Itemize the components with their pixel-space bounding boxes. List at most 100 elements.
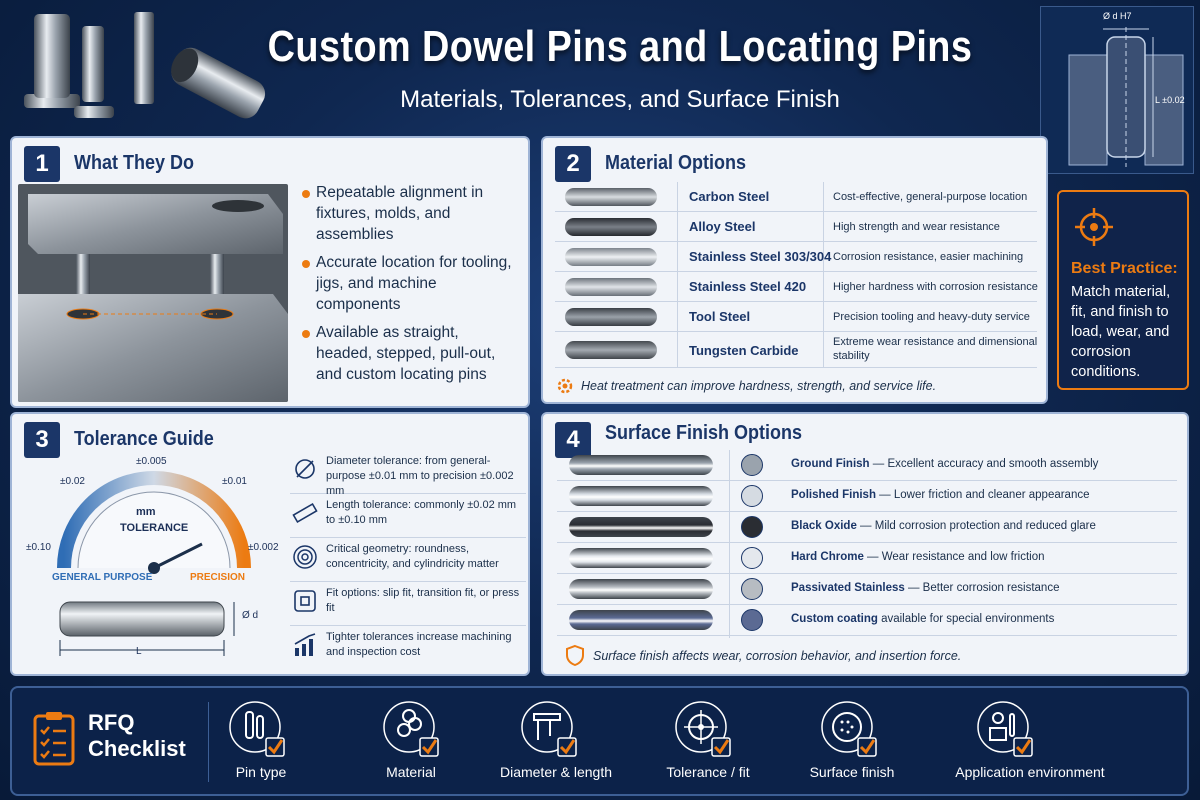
section-material-options: 2 Material Options Carbon Steel Cost-eff…	[541, 136, 1048, 404]
finish-pin-swatch	[569, 548, 713, 568]
pin-swatch	[565, 188, 657, 206]
checklist-item-label: Pin type	[235, 764, 287, 780]
finish-desc: — Lower friction and cleaner appearance	[875, 489, 1090, 501]
finish-swatch-icon	[741, 485, 763, 507]
finish-desc: — Wear resistance and low friction	[863, 551, 1045, 563]
finish-pin-swatch	[569, 486, 713, 506]
pin-swatch	[565, 341, 657, 359]
bullet-dot	[302, 260, 310, 268]
finish-desc: available for special environments	[877, 613, 1055, 625]
gauge-caption-right: PRECISION	[190, 572, 246, 583]
material-note: Heat treatment can improve hardness, str…	[581, 379, 937, 393]
tolerance-text: Tighter tolerances increase machining an…	[326, 631, 512, 658]
section-title: Tolerance Guide	[74, 428, 214, 450]
material-name: Alloy Steel	[689, 219, 756, 234]
finish-swatch-icon	[741, 609, 763, 631]
technical-drawing-icon	[1068, 27, 1184, 167]
finish-pin-swatch	[569, 610, 713, 630]
finish-name: Polished Finish	[791, 489, 876, 501]
finish-pin-swatch	[569, 579, 713, 599]
finish-row: Custom coating available for special env…	[557, 605, 1177, 636]
ruler-icon	[292, 502, 318, 524]
material-desc: Precision tooling and heavy-duty service	[833, 311, 1030, 323]
gear-icon	[557, 378, 573, 394]
gauge-center-word: TOLERANCE	[120, 522, 189, 534]
section-number: 4	[555, 422, 591, 458]
target-icon	[674, 700, 732, 758]
pin-length-label: L	[136, 646, 142, 657]
cost-chart-icon	[294, 633, 316, 656]
best-practice-box: Best Practice: Match material, fit, and …	[1057, 190, 1189, 390]
table-divider	[677, 182, 678, 368]
tolerance-item: Length tolerance: commonly ±0.02 mm to ±…	[290, 494, 526, 538]
diameter-icon	[295, 459, 315, 479]
material-name: Stainless Steel 303/304	[689, 249, 832, 264]
environment-icon	[976, 700, 1034, 758]
dowel-pin-dimension-drawing	[59, 601, 235, 656]
checklist-item-label: Surface finish	[809, 764, 895, 780]
gauge-tick-upper-left: ±0.02	[60, 476, 85, 487]
section-what-they-do: 1 What They Do Repeatable alignment in f…	[10, 136, 530, 408]
finish-swatch-icon	[741, 547, 763, 569]
material-row: Carbon Steel Cost-effective, general-pur…	[555, 182, 1037, 212]
fixture-photo	[18, 184, 288, 402]
tolerance-text: Fit options: slip fit, transition fit, o…	[326, 587, 520, 614]
pin-diameter-label: Ø d	[242, 610, 259, 621]
material-row: Stainless Steel 420 Higher hardness with…	[555, 272, 1038, 302]
finish-swatch-icon	[741, 578, 763, 600]
tolerance-text: Diameter tolerance: from general-purpose…	[326, 455, 514, 497]
checklist-title-line2: Checklist	[88, 736, 186, 761]
material-row: Tool Steel Precision tooling and heavy-d…	[555, 302, 1037, 332]
tolerance-item: Diameter tolerance: from general-purpose…	[290, 450, 526, 497]
concentric-circles-icon	[293, 545, 317, 569]
material-desc: Extreme wear resistance and dimensional …	[833, 336, 1038, 362]
rfq-checklist: RFQ Checklist Pin type Material Diameter…	[10, 686, 1189, 796]
finish-pin-swatch	[569, 517, 713, 537]
material-desc: Corrosion resistance, easier machining	[833, 251, 1024, 263]
tolerance-text: Critical geometry: roundness, concentric…	[326, 543, 499, 570]
pin-swatch	[565, 278, 657, 296]
fit-icon	[294, 590, 316, 612]
checklist-item-label: Diameter & length	[499, 764, 613, 780]
finish-row: Ground Finish — Excellent accuracy and s…	[557, 450, 1177, 481]
tolerance-item: Fit options: slip fit, transition fit, o…	[290, 582, 526, 626]
bullet-text: Accurate location for tooling, jigs, and…	[316, 254, 512, 313]
gauge-tick-left: ±0.10	[26, 542, 51, 553]
drawing-length-label: L ±0.02	[1155, 95, 1185, 105]
gauge-tick-right: ±0.002	[248, 542, 279, 553]
material-name: Stainless Steel 420	[689, 279, 807, 294]
section-number: 3	[24, 422, 60, 458]
finish-name: Passivated Stainless	[791, 582, 905, 594]
section-number: 1	[24, 146, 60, 182]
finish-swatch-icon	[741, 454, 763, 476]
finish-row: Polished Finish — Lower friction and cle…	[557, 481, 1177, 512]
section-number: 2	[555, 146, 591, 182]
table-divider	[729, 450, 730, 638]
material-desc: High strength and wear resistance	[833, 221, 1000, 233]
best-practice-text: Match material, fit, and finish to load,…	[1071, 284, 1171, 380]
finish-row: Hard Chrome — Wear resistance and low fr…	[557, 543, 1177, 574]
checklist-item-label: Application environment	[955, 764, 1105, 780]
gauge-center-label: mm	[136, 506, 156, 518]
finish-name: Hard Chrome	[791, 551, 864, 563]
tolerance-item: Tighter tolerances increase machining an…	[290, 626, 526, 670]
finish-name: Black Oxide	[791, 520, 857, 532]
caliper-icon	[520, 700, 578, 758]
tolerance-item: Critical geometry: roundness, concentric…	[290, 538, 526, 582]
finish-row: Passivated Stainless — Better corrosion …	[557, 574, 1177, 605]
bullet-text: Repeatable alignment in fixtures, molds,…	[316, 184, 484, 243]
surface-texture-icon	[820, 700, 878, 758]
checklist-item-label: Tolerance / fit	[666, 764, 750, 780]
table-divider	[823, 182, 824, 368]
drawing-diameter-label: Ø d H7	[1103, 11, 1132, 21]
checklist-title-line1: RFQ	[88, 710, 135, 735]
finish-desc: — Excellent accuracy and smooth assembly	[869, 458, 1099, 470]
pin-swatch	[565, 308, 657, 326]
finish-name: Ground Finish	[791, 458, 870, 470]
section-surface-finish: 4 Surface Finish Options Ground Finish —…	[541, 412, 1189, 676]
page-title: Custom Dowel Pins and Locating Pins	[267, 22, 973, 71]
bullet-text: Available as straight, headed, stepped, …	[316, 324, 496, 383]
finish-desc: — Better corrosion resistance	[904, 582, 1060, 594]
finish-note: Surface finish affects wear, corrosion b…	[593, 649, 962, 663]
material-row: Tungsten Carbide Extreme wear resistance…	[555, 332, 1037, 368]
